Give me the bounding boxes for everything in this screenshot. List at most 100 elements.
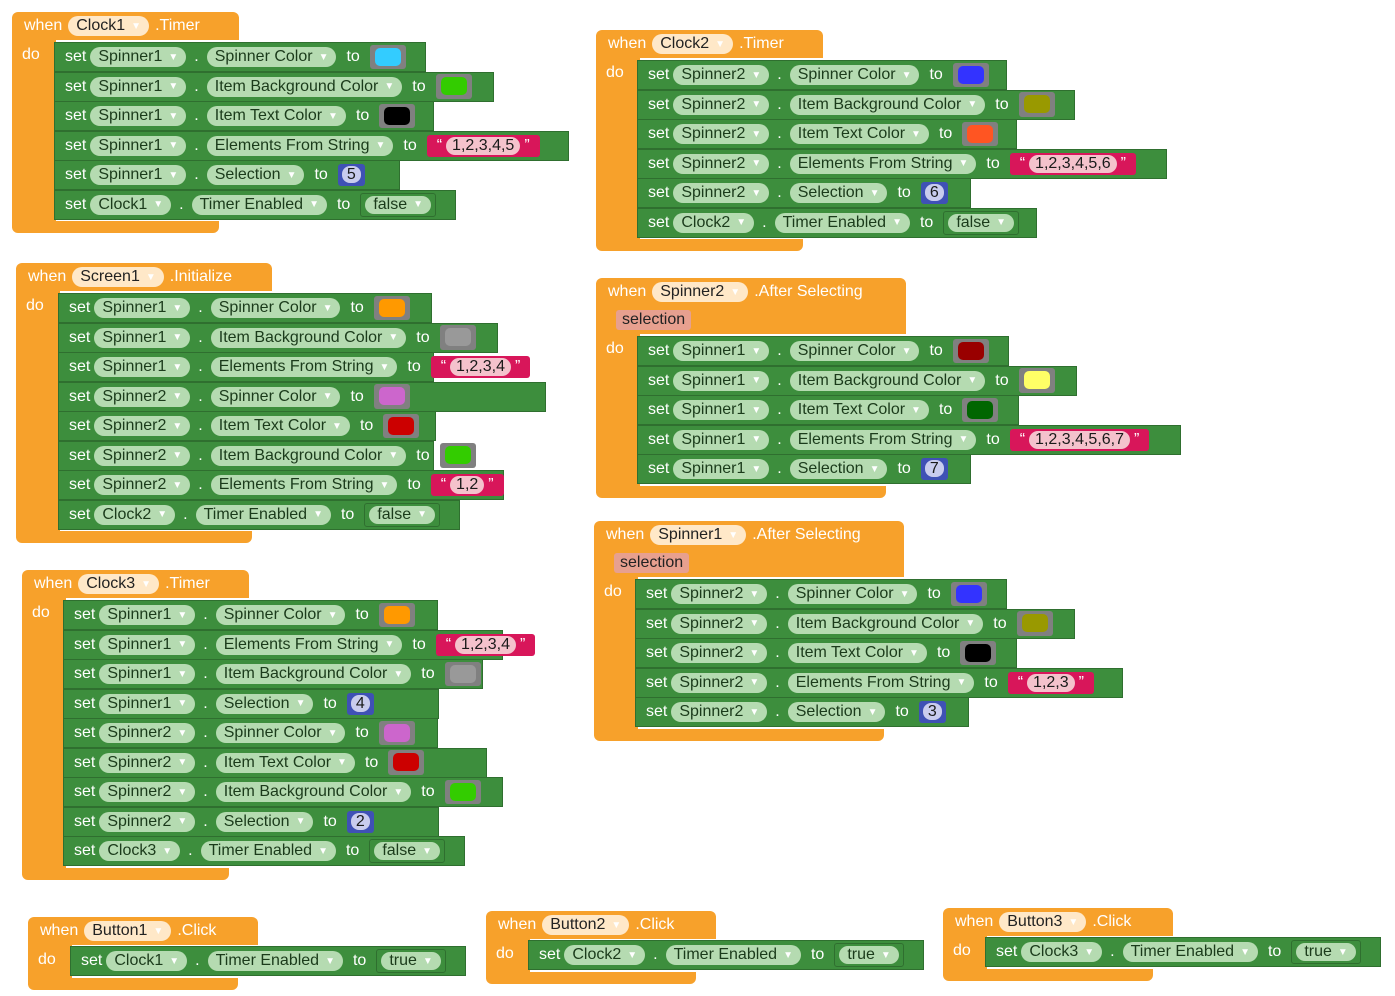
color-value-block[interactable]: [439, 443, 476, 468]
property-dropdown[interactable]: Item Background Color▼: [210, 327, 407, 348]
boolean-dropdown[interactable]: false▼: [369, 505, 436, 524]
color-swatch[interactable]: [383, 605, 410, 624]
text-value-block[interactable]: “1,2”: [430, 474, 504, 496]
component-dropdown[interactable]: Spinner2▼: [99, 782, 196, 802]
color-value-block[interactable]: [444, 779, 481, 805]
property-dropdown[interactable]: Selection▼: [789, 183, 888, 203]
color-swatch[interactable]: [1021, 614, 1048, 633]
color-value-block[interactable]: [439, 325, 476, 350]
property-dropdown[interactable]: Spinner Color▼: [210, 386, 341, 407]
property-dropdown[interactable]: Selection▼: [215, 811, 314, 832]
component-dropdown[interactable]: Spinner2▼: [671, 613, 768, 634]
event-component-dropdown[interactable]: Spinner1▼: [650, 525, 747, 545]
boolean-value-block[interactable]: true▼: [376, 949, 446, 973]
component-dropdown[interactable]: Spinner2▼: [671, 584, 768, 604]
number-value-block[interactable]: 6: [920, 182, 948, 204]
color-value-block[interactable]: [435, 74, 472, 99]
color-swatch[interactable]: [444, 446, 471, 465]
component-dropdown[interactable]: Clock1▼: [90, 194, 172, 215]
boolean-dropdown[interactable]: true▼: [1296, 943, 1356, 961]
color-value-block[interactable]: [369, 44, 406, 70]
property-dropdown[interactable]: Item Background Color▼: [215, 664, 412, 684]
property-dropdown[interactable]: Item Text Color▼: [215, 752, 355, 773]
component-dropdown[interactable]: Clock2▼: [564, 945, 646, 965]
event-component-dropdown[interactable]: Spinner2▼: [652, 282, 749, 302]
property-dropdown[interactable]: Elements From String▼: [787, 672, 975, 693]
text-value-block[interactable]: “1,2,3,4,5,6”: [1009, 152, 1136, 175]
text-value-block[interactable]: “1,2,3,4”: [435, 633, 536, 656]
property-dropdown[interactable]: Elements From String▼: [210, 357, 398, 377]
property-dropdown[interactable]: Spinner Color▼: [787, 584, 918, 604]
number-value[interactable]: 5: [341, 166, 361, 183]
color-value-block[interactable]: [378, 602, 415, 628]
boolean-dropdown[interactable]: false▼: [374, 842, 441, 860]
event-component-dropdown[interactable]: Button1▼: [84, 921, 172, 941]
component-dropdown[interactable]: Spinner1▼: [673, 341, 770, 361]
color-swatch[interactable]: [440, 77, 467, 96]
component-dropdown[interactable]: Spinner2▼: [671, 672, 768, 693]
property-dropdown[interactable]: Spinner Color▼: [789, 341, 920, 361]
component-dropdown[interactable]: Spinner2▼: [673, 65, 770, 85]
parameter-selection[interactable]: selection: [614, 553, 690, 573]
component-dropdown[interactable]: Spinner2▼: [94, 416, 191, 436]
color-value-block[interactable]: [378, 720, 415, 746]
number-value-block[interactable]: 7: [920, 458, 948, 480]
component-dropdown[interactable]: Spinner1▼: [99, 693, 196, 714]
component-dropdown[interactable]: Spinner1▼: [673, 370, 770, 391]
event-component-dropdown[interactable]: Button2▼: [542, 915, 630, 935]
component-dropdown[interactable]: Spinner2▼: [673, 94, 770, 115]
property-dropdown[interactable]: Elements From String▼: [215, 634, 403, 655]
property-dropdown[interactable]: Selection▼: [789, 459, 888, 479]
text-value[interactable]: 1,2: [450, 476, 485, 494]
property-dropdown[interactable]: Elements From String▼: [789, 429, 977, 450]
number-value-block[interactable]: 2: [346, 810, 374, 833]
property-dropdown[interactable]: Timer Enabled▼: [200, 841, 336, 861]
color-swatch[interactable]: [967, 400, 994, 419]
property-dropdown[interactable]: Spinner Color▼: [215, 605, 346, 625]
color-value-block[interactable]: [960, 640, 997, 666]
component-dropdown[interactable]: Spinner1▼: [99, 634, 196, 655]
text-value[interactable]: 1,2,3,4,5: [446, 136, 521, 155]
component-dropdown[interactable]: Spinner2▼: [99, 723, 196, 743]
number-value[interactable]: 2: [350, 812, 370, 830]
text-value-block[interactable]: “1,2,3,4,5”: [426, 134, 540, 157]
property-dropdown[interactable]: Timer Enabled▼: [191, 194, 327, 215]
color-value-block[interactable]: [950, 581, 987, 607]
text-value[interactable]: 1,2,3,4: [450, 358, 511, 376]
color-value-block[interactable]: [379, 103, 416, 129]
color-swatch[interactable]: [955, 584, 982, 603]
boolean-value-block[interactable]: false▼: [360, 192, 437, 217]
property-dropdown[interactable]: Timer Enabled▼: [1122, 942, 1258, 962]
property-dropdown[interactable]: Item Text Color▼: [210, 416, 350, 436]
property-dropdown[interactable]: Spinner Color▼: [210, 298, 341, 318]
component-dropdown[interactable]: Spinner1▼: [90, 47, 187, 67]
number-value[interactable]: 6: [924, 184, 944, 201]
component-dropdown[interactable]: Clock1▼: [106, 951, 188, 971]
component-dropdown[interactable]: Clock2▼: [673, 212, 755, 233]
property-dropdown[interactable]: Selection▼: [787, 702, 886, 722]
number-value[interactable]: 4: [350, 694, 370, 712]
color-value-block[interactable]: [444, 661, 481, 687]
property-dropdown[interactable]: Elements From String▼: [789, 153, 977, 174]
property-dropdown[interactable]: Spinner Color▼: [215, 723, 346, 743]
color-swatch[interactable]: [444, 328, 471, 347]
number-value[interactable]: 3: [922, 703, 942, 720]
text-value[interactable]: 1,2,3,4,5,6: [1029, 154, 1117, 173]
color-swatch[interactable]: [1023, 371, 1050, 390]
component-dropdown[interactable]: Spinner1▼: [90, 165, 187, 185]
